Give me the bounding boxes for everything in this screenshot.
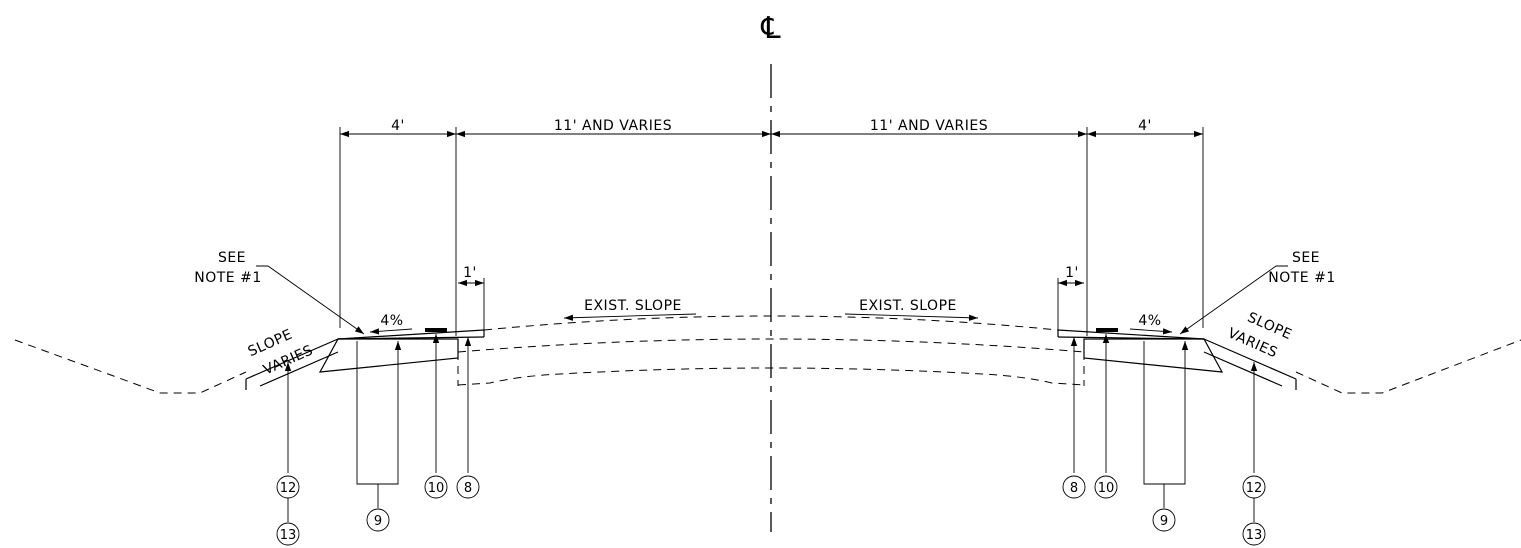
right-callout-12: 12 — [1246, 481, 1263, 496]
right-callout-9-leader — [1143, 341, 1189, 485]
dim-left-offset-label: 1' — [463, 265, 477, 281]
left-callout-8: 8 — [464, 481, 472, 496]
left-callout-13: 13 — [280, 528, 297, 543]
left-rumble-strip — [425, 328, 447, 332]
existing-ground-left — [14, 339, 247, 394]
dim-right-offset-label: 1' — [1065, 265, 1079, 281]
left-callout-10-bubble — [424, 475, 448, 499]
left-callout-12: 12 — [280, 481, 297, 496]
left-cross-slope-arrow — [369, 328, 413, 335]
right-callout-9: 9 — [1160, 514, 1168, 529]
right-callout-13: 13 — [1246, 528, 1263, 543]
right-rumble-strip — [1096, 328, 1118, 332]
left-callout-13-bubble — [276, 522, 300, 546]
left-cross-slope-label: 4% — [380, 313, 403, 329]
existing-ground-right — [1295, 339, 1521, 394]
dim-right-lane-label: 11' AND VARIES — [870, 118, 988, 134]
right-callout-13-bubble — [1242, 522, 1266, 546]
left-note-leader — [256, 265, 365, 335]
centerline-symbol: ℄ — [760, 11, 780, 46]
left-see-text: SEE — [218, 250, 246, 266]
left-callout-9-leader — [356, 341, 402, 485]
left-exist-slope-label: EXIST. SLOPE — [584, 298, 682, 314]
left-note-text: NOTE #1 — [194, 270, 261, 286]
dim-right-shoulder-label: 4' — [1138, 118, 1152, 134]
right-exist-slope-arrow — [844, 313, 979, 321]
left-callout-8-bubble — [456, 475, 480, 499]
right-note-leader — [1179, 265, 1288, 335]
existing-pavement-top — [483, 315, 1059, 331]
right-cross-slope-label: 4% — [1138, 313, 1161, 329]
right-callout-10: 10 — [1098, 481, 1115, 496]
left-callout-10: 10 — [428, 481, 445, 496]
right-callout-9-bubble — [1152, 508, 1176, 532]
right-callout-10-bubble — [1094, 475, 1118, 499]
right-shoulder — [1057, 328, 1297, 390]
right-callout-8: 8 — [1070, 481, 1078, 496]
existing-pavement-mid — [457, 338, 1085, 353]
right-exist-slope-label: EXIST. SLOPE — [859, 298, 957, 314]
right-cross-slope-arrow — [1129, 328, 1173, 335]
left-callout-9-bubble — [366, 508, 390, 532]
left-shoulder — [245, 328, 485, 390]
dim-left-lane-label: 11' AND VARIES — [554, 118, 672, 134]
left-exist-slope-arrow — [563, 313, 697, 321]
left-callout-9: 9 — [374, 514, 382, 529]
right-see-text: SEE — [1292, 250, 1320, 266]
existing-pavement-bottom — [457, 367, 1085, 386]
right-note-text: NOTE #1 — [1268, 270, 1335, 286]
right-callout-8-bubble — [1062, 475, 1086, 499]
dim-left-shoulder-label: 4' — [391, 118, 405, 134]
